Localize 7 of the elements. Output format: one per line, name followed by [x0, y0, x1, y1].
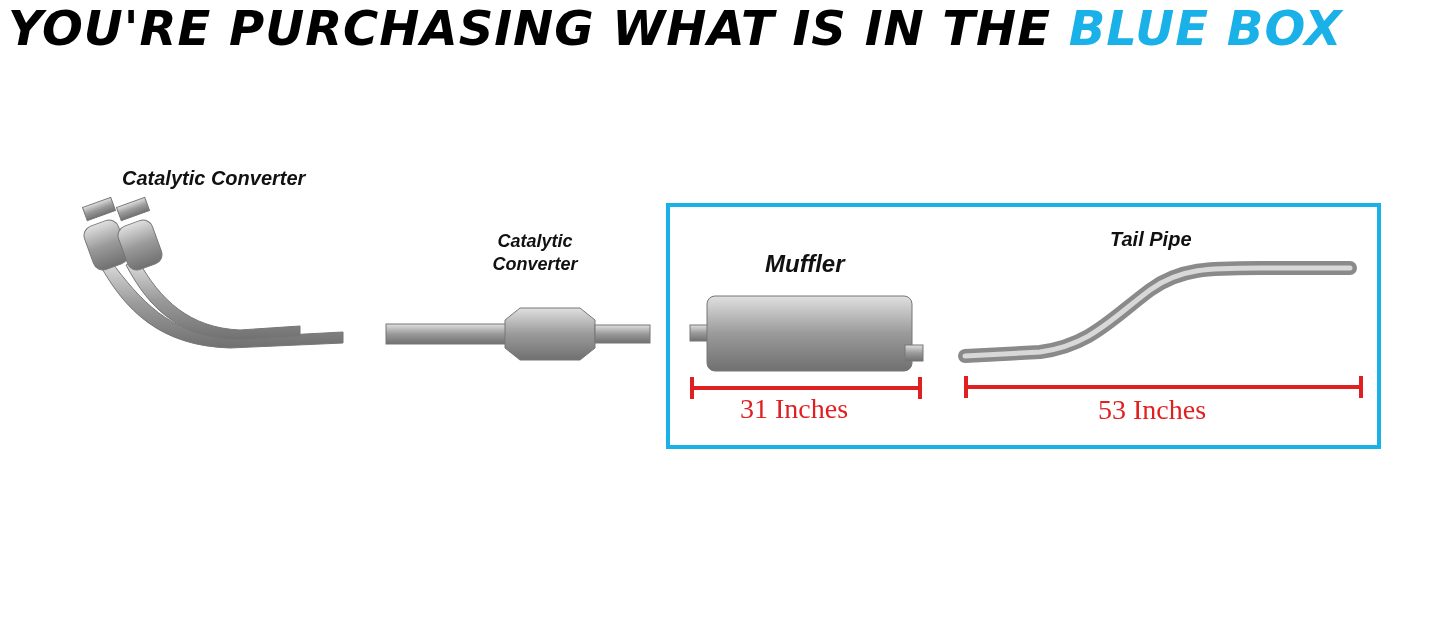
- part-label: Catalytic Converter: [122, 167, 306, 190]
- dimension-label: 53 Inches: [1098, 394, 1207, 426]
- part-label: Muffler: [765, 250, 845, 278]
- dimension-label: 31 Inches: [740, 393, 849, 425]
- part-label: Tail Pipe: [1110, 228, 1192, 251]
- page-title: YOU'RE PURCHASING WHAT IS IN THE BLUE BOX: [8, 0, 1343, 56]
- part-label: Catalytic Converter: [491, 230, 580, 276]
